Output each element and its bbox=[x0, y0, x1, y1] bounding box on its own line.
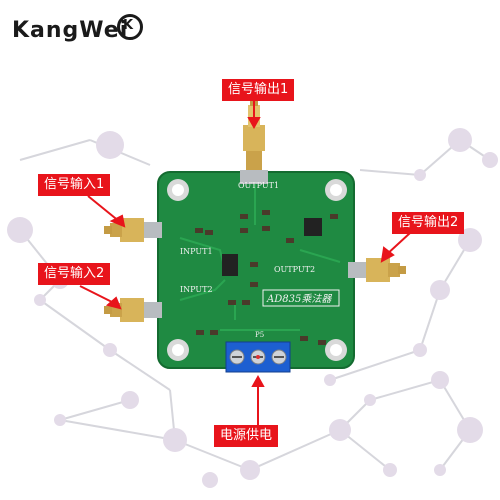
connector-label: P5 bbox=[255, 331, 264, 339]
chip-aux bbox=[304, 218, 322, 236]
callout-output2: 信号输出2 bbox=[392, 212, 465, 234]
label-input2: INPUT2 bbox=[180, 285, 213, 294]
screw-terminal bbox=[225, 341, 291, 373]
label-output2: OUTPUT2 bbox=[274, 265, 315, 274]
brand-mark-icon: K bbox=[117, 14, 143, 40]
chip-ad835 bbox=[222, 254, 238, 276]
label-output1: OUTPUT1 bbox=[238, 181, 279, 190]
sma-output2 bbox=[348, 258, 406, 282]
callout-power: 电源供电 bbox=[214, 425, 279, 447]
brand-logo: KangWei bbox=[12, 18, 129, 43]
mounting-holes bbox=[167, 179, 347, 361]
callout-input1: 信号输入1 bbox=[38, 174, 111, 196]
callout-input2: 信号输入2 bbox=[38, 263, 111, 285]
label-input1: INPUT1 bbox=[180, 247, 213, 256]
module-label: AD835乘法器 bbox=[266, 293, 332, 305]
callout-output1: 信号输出1 bbox=[222, 79, 295, 101]
